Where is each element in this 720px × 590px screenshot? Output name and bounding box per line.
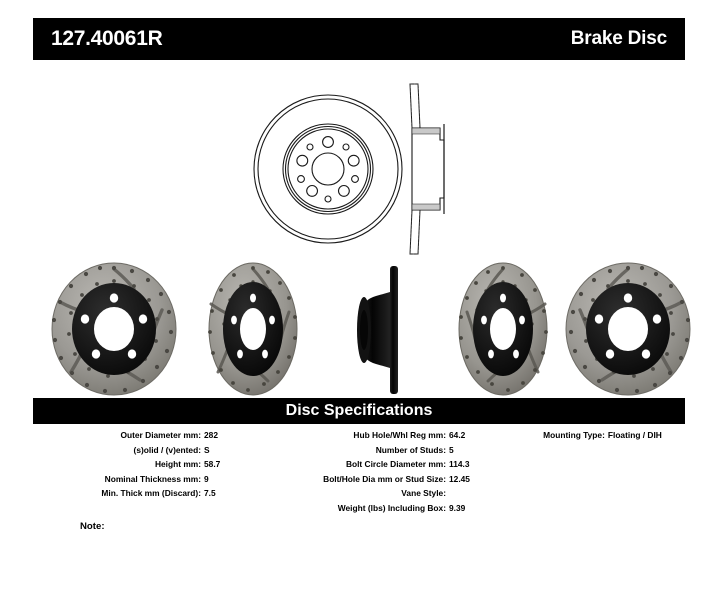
spec-row: Vane Style: — [235, 486, 480, 501]
spec-label: Weight (lbs) Including Box: — [337, 502, 446, 513]
spec-row: Number of Studs: 5 — [235, 443, 480, 458]
spec-value: 7.5 — [204, 488, 216, 499]
rotor-photo-face-right — [558, 262, 698, 397]
note-label: Note: — [80, 521, 105, 532]
product-type-label: Brake Disc — [570, 28, 667, 49]
spec-value: S — [204, 444, 210, 455]
spec-column-right: Mounting Type: Floating / DIH — [490, 428, 715, 443]
spec-banner-title: Disc Specifications — [285, 402, 433, 419]
spec-label: Number of Studs: — [375, 444, 446, 455]
spec-value — [446, 486, 480, 501]
rotor-photo-angled-left — [198, 262, 308, 397]
spec-value: 12.45 — [449, 473, 470, 484]
spec-column-left: Outer Diameter mm: 282 (s)olid / (v)ente… — [10, 428, 235, 501]
spec-value: 9.39 — [449, 502, 466, 513]
spec-value: 58.7 — [204, 459, 221, 470]
spec-row: Weight (lbs) Including Box: 9.39 — [235, 501, 480, 516]
spec-column-middle: Hub Hole/Whl Reg mm: 64.2 Number of Stud… — [235, 428, 480, 516]
spec-value: Floating / DIH — [607, 430, 662, 440]
spec-label: Outer Diameter mm: — [120, 430, 201, 440]
technical-drawing — [250, 82, 460, 257]
spec-label: Nominal Thickness mm: — [104, 473, 201, 484]
part-number: 127.40061R — [51, 27, 163, 50]
note-block: Note: — [80, 521, 265, 532]
spec-value: 9 — [204, 473, 209, 484]
spec-row: Height mm: 58.7 — [10, 457, 235, 472]
spec-row: Bolt Circle Diameter mm: 114.3 — [235, 457, 480, 472]
spec-value: 114.3 — [449, 459, 470, 470]
spec-row: Bolt/Hole Dia mm or Stud Size: 12.45 — [235, 472, 480, 487]
note-value — [105, 521, 265, 532]
rotor-photo-face-left — [44, 262, 184, 397]
spec-label: (s)olid / (v)ented: — [133, 444, 201, 455]
spec-label: Bolt Circle Diameter mm: — [345, 459, 446, 470]
spec-row: Outer Diameter mm: 282 — [10, 428, 235, 443]
spec-value: 64.2 — [449, 430, 466, 440]
spec-value: 5 — [449, 444, 454, 455]
spec-label: Vane Style: — [401, 488, 446, 499]
product-photo-row — [18, 262, 702, 397]
spec-label: Hub Hole/Whl Reg mm: — [353, 430, 446, 440]
rotor-photo-edge — [348, 262, 414, 397]
spec-row: (s)olid / (v)ented: S — [10, 443, 235, 458]
rotor-photo-angled-right — [448, 262, 558, 397]
spec-row: Mounting Type: Floating / DIH — [490, 428, 715, 443]
disc-specifications-banner: Disc Specifications — [33, 398, 685, 424]
spec-label: Min. Thick mm (Discard): — [101, 488, 201, 499]
spec-value: 282 — [204, 430, 218, 440]
spec-row: Nominal Thickness mm: 9 — [10, 472, 235, 487]
spec-label: Bolt/Hole Dia mm or Stud Size: — [323, 473, 446, 484]
rotor-cross-section-profile — [409, 83, 445, 255]
rotor-engineering-drawing — [253, 83, 445, 255]
header-bar: 127.40061R Brake Disc — [33, 18, 685, 60]
spec-label: Height mm: — [154, 459, 201, 470]
spec-row: Min. Thick mm (Discard): 7.5 — [10, 486, 235, 501]
spec-row: Hub Hole/Whl Reg mm: 64.2 — [235, 428, 480, 443]
spec-label: Mounting Type: — [543, 430, 605, 440]
